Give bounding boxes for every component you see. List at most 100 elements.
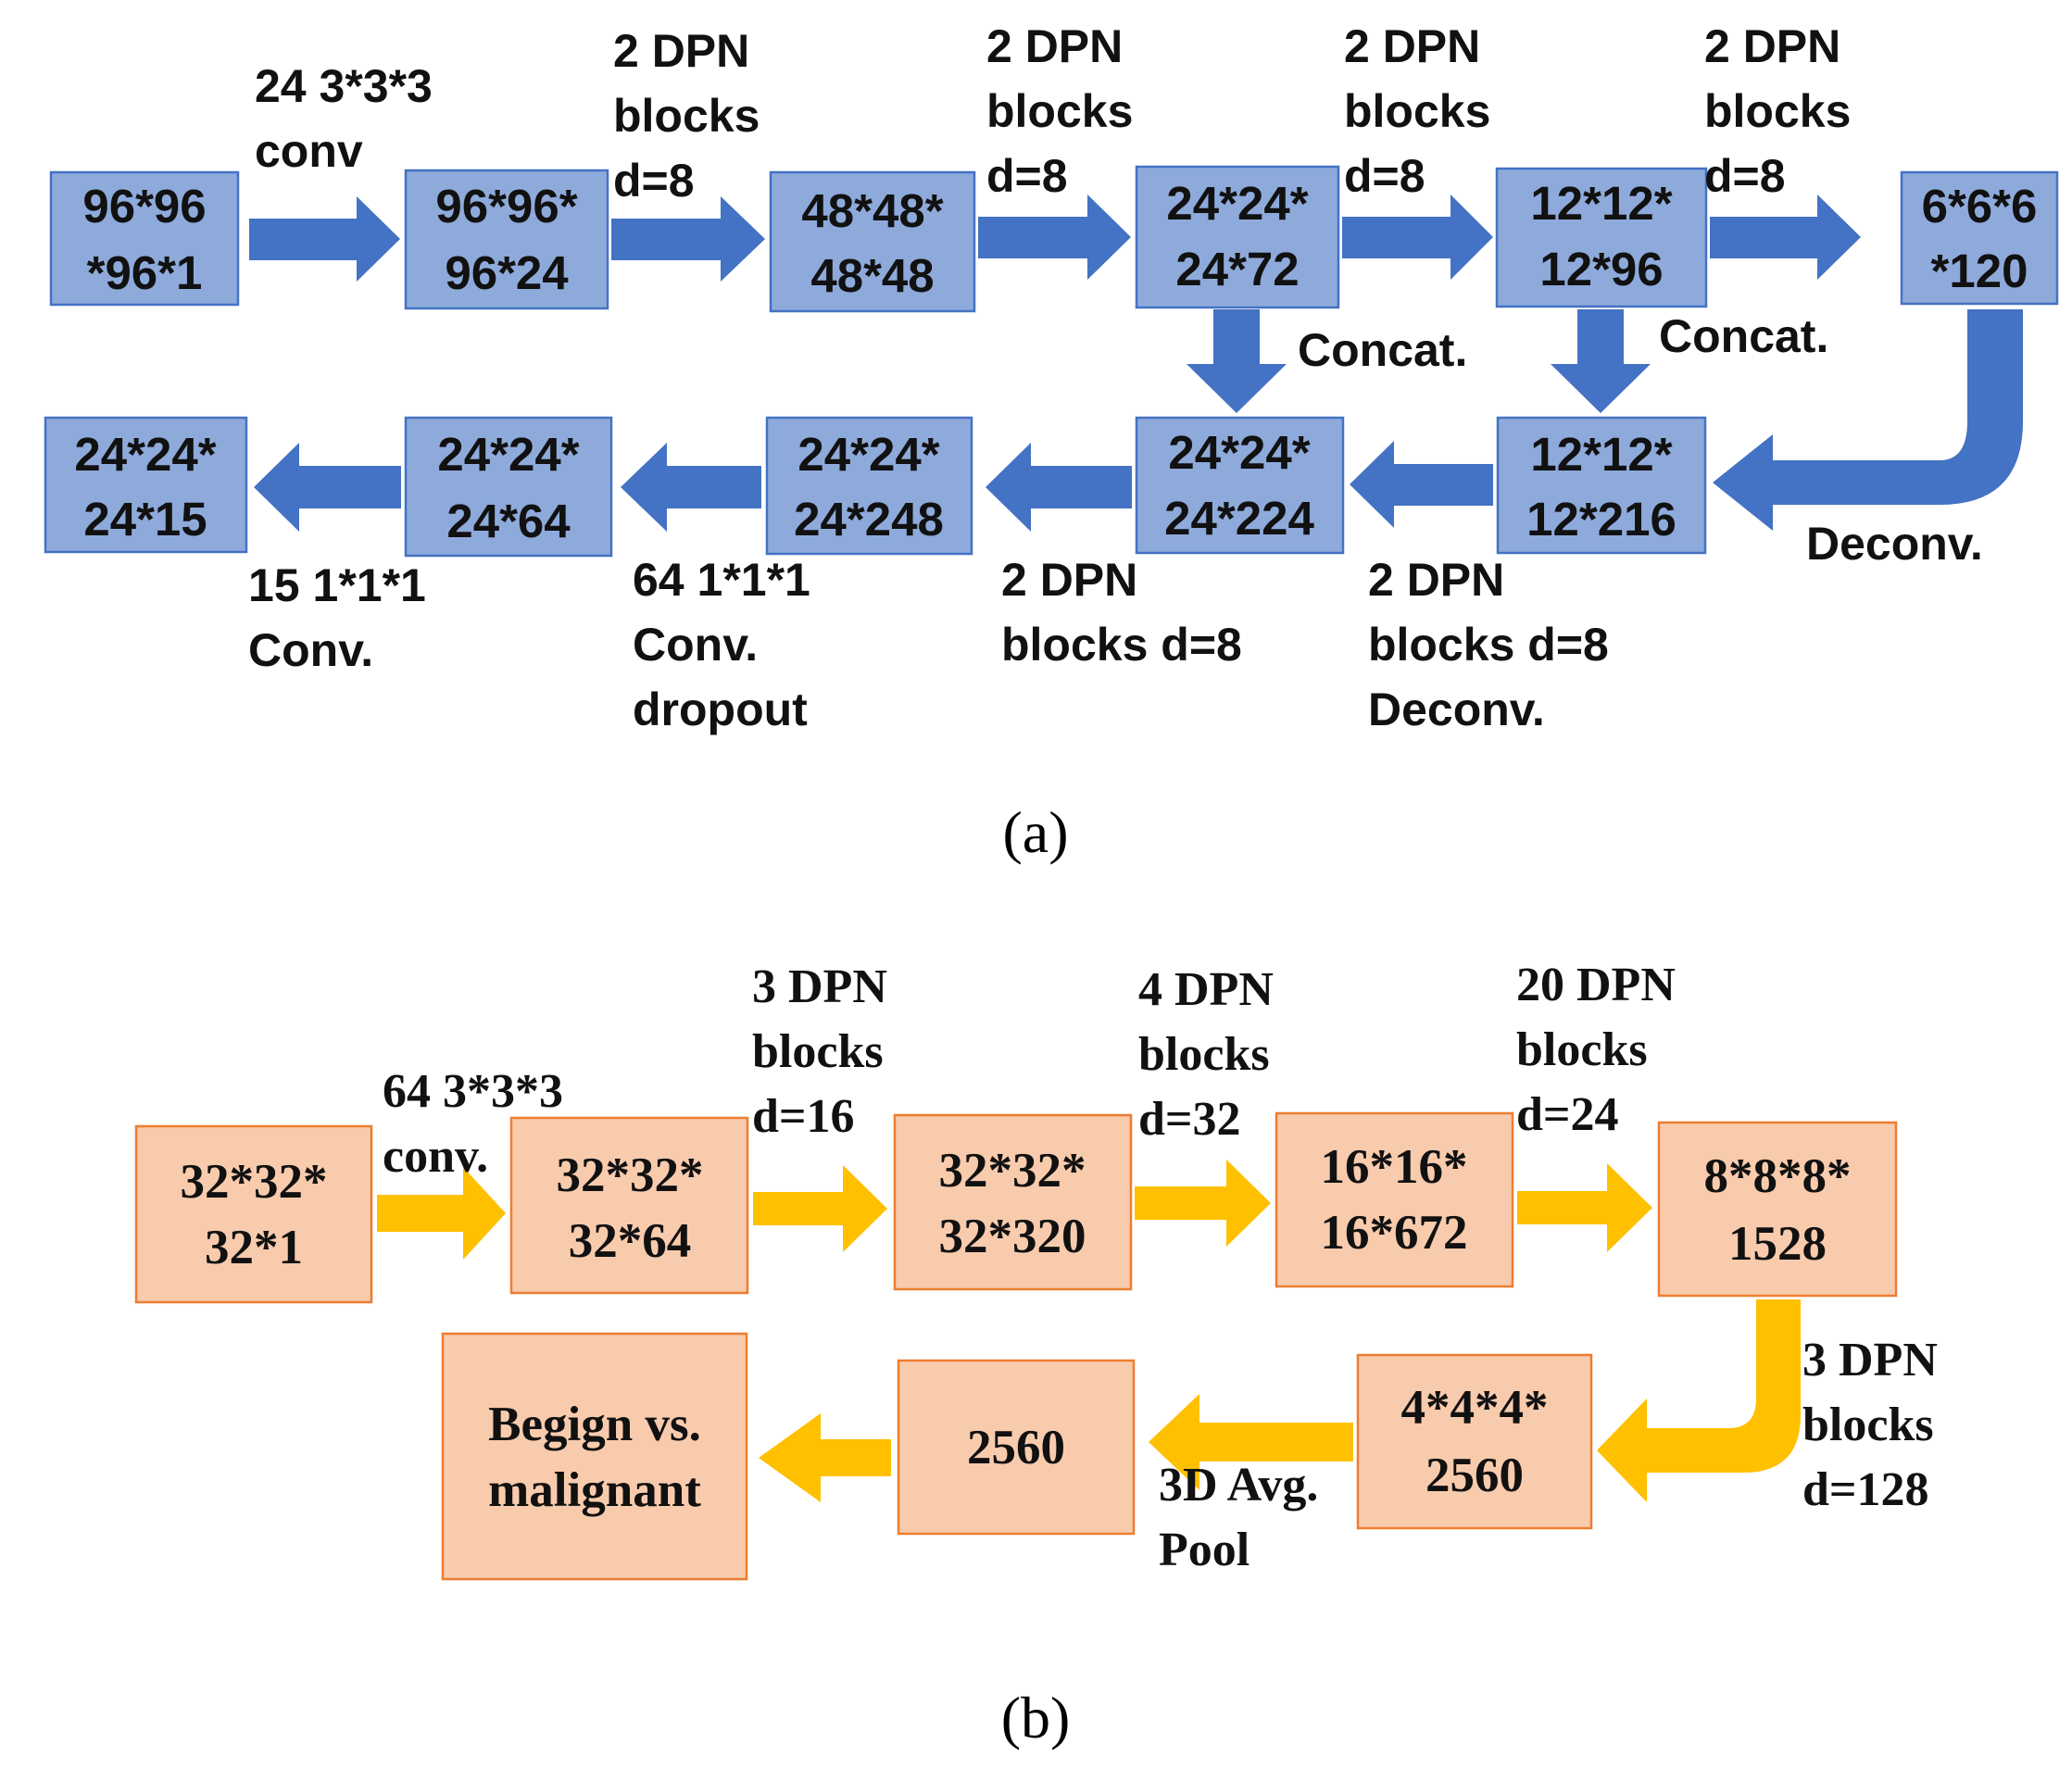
panel-b-arrow-right [1135, 1160, 1271, 1247]
panel-b: 32*32* 32*1 32*32* 32*64 32*32* 32*320 1… [134, 959, 1938, 1750]
panel-a-arrow-right [611, 196, 765, 282]
panel-b-box-2560: 2560 [897, 1359, 1136, 1536]
panel-a-box-24-72: 24*24* 24*72 [1135, 165, 1340, 309]
panel-a-box-text: 12*216 [1526, 493, 1676, 546]
panel-a-box-text: 24*24* [797, 428, 939, 481]
panel-b-box-text: 32*64 [569, 1214, 692, 1268]
panel-a-box-text: 24*72 [1175, 243, 1299, 295]
panel-b-box-text: Begign vs. [488, 1398, 701, 1451]
panel-a-box-text: 12*96 [1539, 243, 1663, 295]
panel-a-box-text: *96*1 [87, 246, 203, 299]
panel-a-arrow-curved [1713, 309, 2023, 531]
panel-a-label-dpn: blocks [613, 90, 760, 142]
panel-a-box-text: 12*12* [1530, 177, 1672, 230]
panel-b-arrow-right [377, 1167, 506, 1260]
panel-a: 96*96 *96*1 96*96* 96*24 48*48* 48*48 24… [44, 20, 2059, 865]
panel-a-box-text: 96*96 [82, 180, 206, 232]
panel-a-box-input: 96*96 *96*1 [49, 170, 240, 307]
panel-a-caption: (a) [1002, 799, 1068, 865]
panel-a-arrow-left [986, 443, 1132, 532]
panel-b-box-text: 32*32* [939, 1144, 1086, 1198]
panel-a-label-dpn: 2 DPN [1001, 554, 1137, 606]
panel-b-label-dpn: blocks [1516, 1023, 1648, 1076]
panel-a-box-text: 24*24* [437, 428, 579, 481]
panel-a-label-conv: 24 3*3*3 [255, 60, 433, 112]
panel-a-label-dpn: 2 DPN [1344, 20, 1480, 72]
panel-a-label-conv15: 15 1*1*1 [248, 559, 426, 611]
panel-a-box-text: 24*64 [446, 495, 571, 547]
panel-b-label-dpn: 3 DPN [1802, 1334, 1938, 1386]
panel-a-box-48: 48*48* 48*48 [769, 170, 976, 313]
panel-b-box-text: 32*32* [557, 1148, 704, 1202]
panel-b-arrow-left [759, 1413, 891, 1502]
panel-a-box-text: 96*24 [445, 246, 569, 299]
panel-a-label-dpn: 2 DPN [613, 25, 749, 77]
panel-b-arrow-right [1517, 1163, 1652, 1252]
panel-b-arrow-left [1149, 1394, 1353, 1490]
panel-a-box-24-15: 24*24* 24*15 [44, 416, 248, 554]
panel-b-box-text: 32*320 [939, 1210, 1086, 1263]
panel-a-label-dpn: 2 DPN [1704, 20, 1840, 72]
panel-b-caption: (b) [1001, 1685, 1071, 1750]
panel-b-label-pool: Pool [1159, 1524, 1249, 1576]
panel-a-box-24-248: 24*24* 24*248 [765, 416, 973, 556]
panel-b-label-dpn: 3 DPN [752, 960, 887, 1013]
panel-b-label-dpn: d=32 [1138, 1093, 1241, 1146]
panel-a-box-text: 24*24* [74, 428, 216, 481]
panel-a-label-deconv: Deconv. [1806, 518, 1983, 570]
panel-a-box-12-96: 12*12* 12*96 [1495, 167, 1708, 308]
panel-a-box-text: 24*248 [794, 493, 944, 546]
panel-a-arrow-down [1551, 309, 1651, 413]
panel-b-box-text: malignant [488, 1463, 701, 1517]
panel-a-label-conv64: 64 1*1*1 [633, 554, 810, 606]
panel-b-box-32-320: 32*32* 32*320 [893, 1113, 1133, 1291]
panel-a-label-concat: Concat. [1298, 324, 1467, 376]
panel-b-box-text: 16*672 [1321, 1206, 1468, 1260]
panel-a-box-text: 24*24* [1168, 426, 1310, 479]
panel-b-label-dpn: 4 DPN [1138, 963, 1274, 1016]
panel-a-box-text: 24*24* [1166, 177, 1308, 230]
panel-a-label-dpn: 2 DPN [986, 20, 1123, 72]
panel-a-label-conv64: Conv. [633, 619, 758, 671]
panel-a-box-12-216: 12*12* 12*216 [1496, 416, 1707, 555]
panel-a-box-conv-out: 96*96* 96*24 [404, 169, 609, 310]
panel-a-label-conv64: dropout [633, 684, 808, 735]
panel-a-box-text: 6*6*6 [1922, 180, 2038, 232]
panel-b-label-dpn: d=128 [1802, 1463, 1929, 1516]
panel-b-label-dpn: blocks [1138, 1028, 1270, 1081]
panel-b-arrow-right [753, 1165, 887, 1252]
panel-a-label-dpn: 2 DPN [1368, 554, 1504, 606]
panel-b-box-text: 4*4*4* [1401, 1381, 1549, 1435]
panel-a-arrow-right [1710, 194, 1861, 280]
panel-a-arrow-right [978, 194, 1131, 280]
panel-b-label-dpn: blocks [1802, 1399, 1934, 1451]
panel-a-box-text: *120 [1931, 245, 2028, 297]
panel-b-label-conv: conv. [383, 1130, 488, 1183]
panel-b-label-dpn: blocks [752, 1025, 884, 1078]
panel-b-box-16-672: 16*16* 16*672 [1275, 1111, 1514, 1288]
panel-a-label-dpn: d=8 [1704, 150, 1786, 202]
panel-b-box-4-2560: 4*4*4* 2560 [1356, 1353, 1593, 1530]
panel-b-label-dpn: 20 DPN [1516, 959, 1676, 1011]
panel-a-box-24-64: 24*24* 24*64 [404, 416, 613, 558]
panel-b-label-dpn: d=16 [752, 1090, 855, 1143]
panel-a-label-dpn: blocks d=8 [1368, 619, 1609, 671]
panel-a-label-dpn: d=8 [1344, 150, 1425, 202]
panel-b-box-text: 32*1 [205, 1221, 303, 1274]
panel-a-box-text: 96*96* [435, 180, 577, 232]
panel-b-box-text: 32*32* [181, 1155, 328, 1209]
panel-b-label-dpn: d=24 [1516, 1088, 1619, 1141]
panel-b-arrow-curved [1597, 1299, 1801, 1502]
panel-b-box-text: 1528 [1728, 1217, 1827, 1271]
panel-a-label-dpn: blocks d=8 [1001, 619, 1242, 671]
panel-a-box-text: 24*15 [83, 493, 207, 546]
panel-b-box-input: 32*32* 32*1 [134, 1124, 373, 1304]
panel-a-box-text: 48*48* [801, 184, 943, 237]
panel-a-label-conv: conv [255, 125, 363, 177]
panel-a-arrow-left [254, 443, 401, 532]
panel-a-label-dpn: Deconv. [1368, 684, 1545, 735]
panel-a-arrow-down [1187, 309, 1287, 413]
panel-b-box-output: Begign vs. malignant [441, 1332, 748, 1581]
panel-a-arrow-left [1350, 441, 1493, 528]
